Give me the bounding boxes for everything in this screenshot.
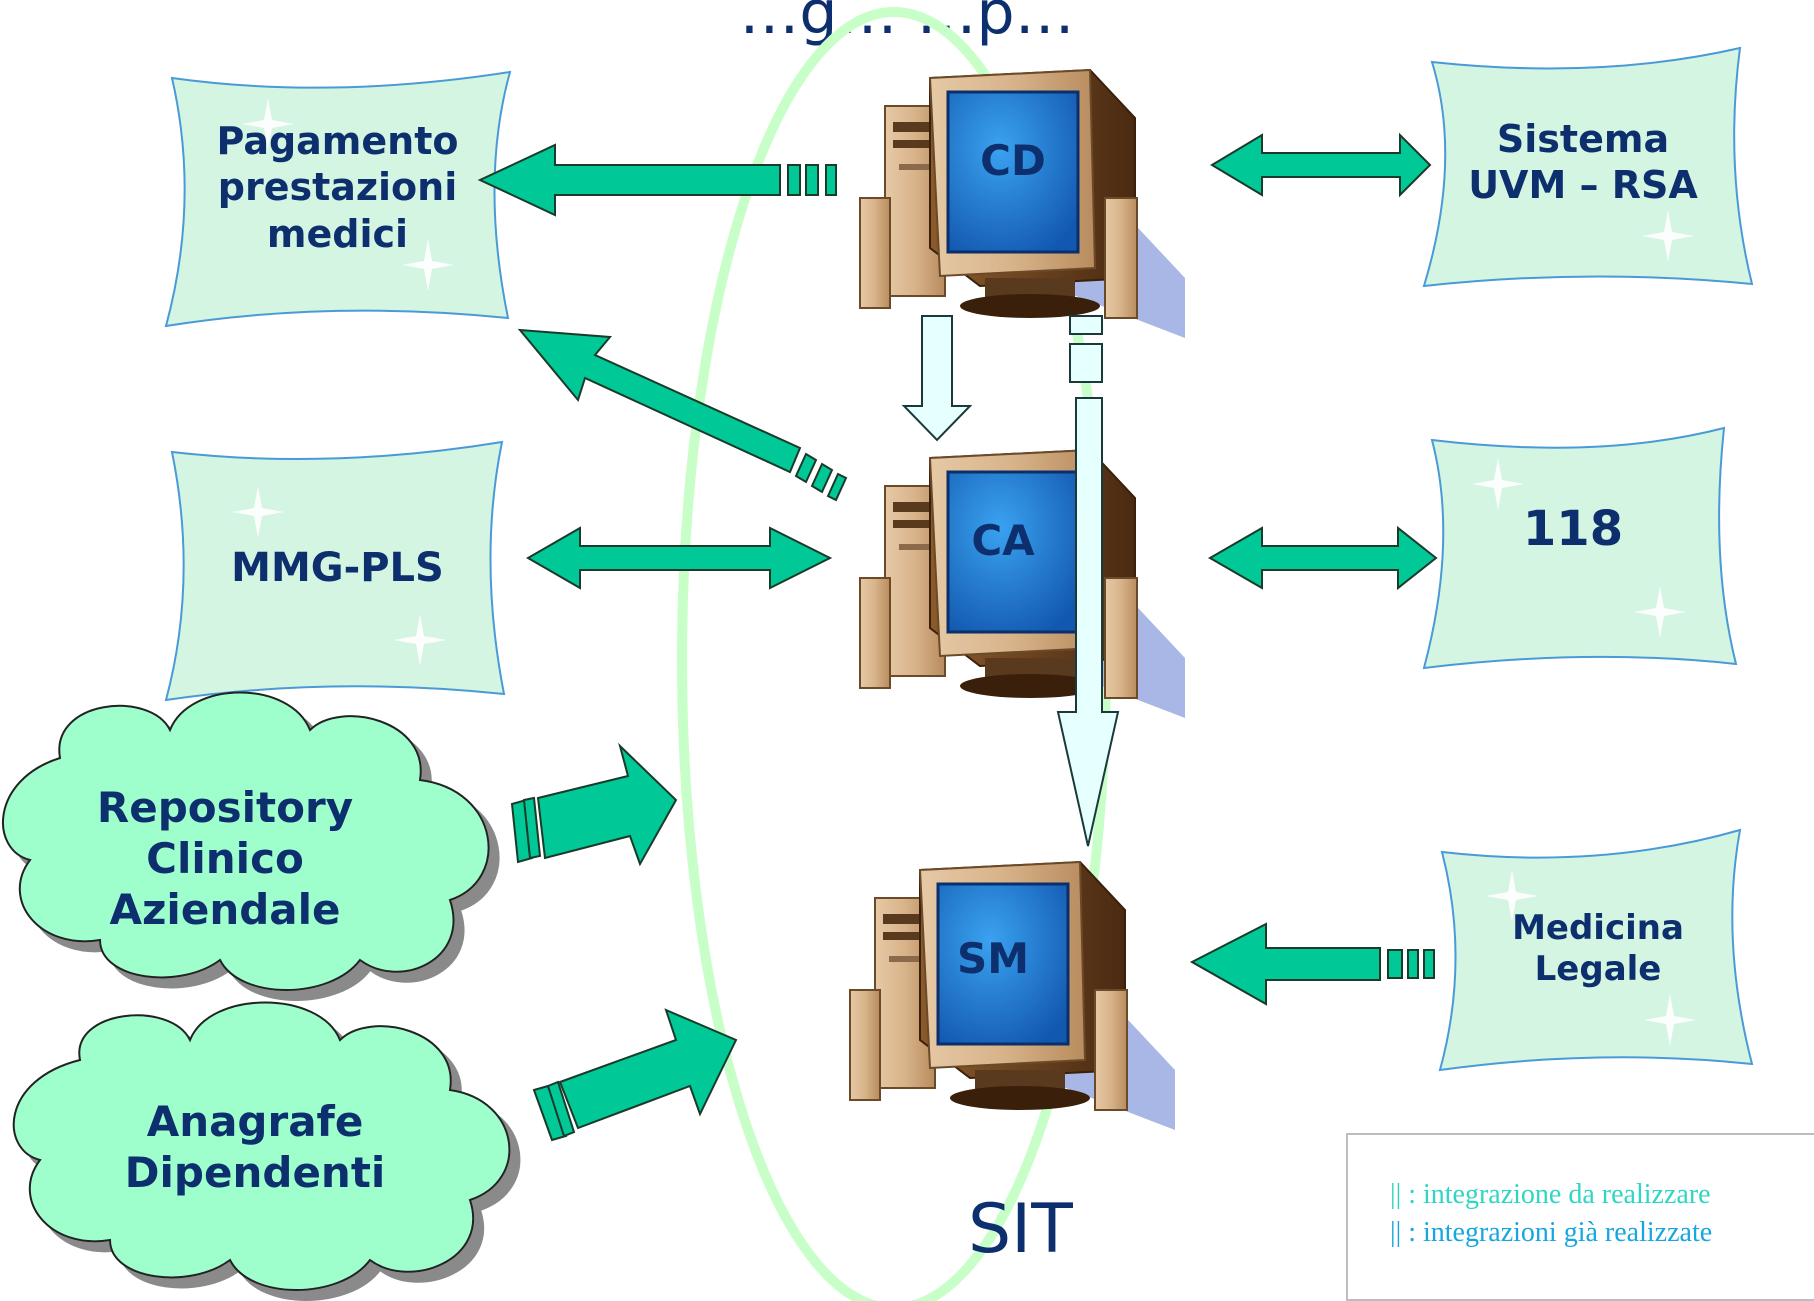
node-label-sm: SM — [956, 934, 1030, 983]
cloud-repository — [1, 691, 490, 991]
page-title: …g… …p… — [739, 0, 1075, 48]
box-label-medicina: Medicina Legale — [1512, 908, 1684, 990]
box-label-mmg: MMG-PLS — [231, 545, 444, 591]
arrow-ca-to-pagamento — [517, 328, 848, 502]
cloud-label-anagrafe: Anagrafe Dipendenti — [124, 1097, 386, 1198]
arrow-cd-sistema — [1210, 132, 1432, 198]
arrow-anagrafe-sit — [532, 1008, 738, 1142]
node-label-cd: CD — [980, 136, 1046, 185]
arrow-ca-118 — [1207, 525, 1438, 591]
node-label-ca: CA — [971, 516, 1035, 565]
box-118 — [1422, 426, 1738, 670]
box-label-pagamento: Pagamento prestazioni medici — [216, 119, 459, 256]
computer-icon — [858, 448, 1187, 720]
box-pagamento — [164, 70, 512, 328]
arrow-mmg-ca — [525, 526, 833, 590]
arrow-medicina-sm — [1189, 922, 1435, 1006]
computer-icon — [848, 860, 1177, 1132]
arrow-cd-to-ca — [901, 315, 973, 442]
box-mmg — [164, 440, 506, 702]
legend-existing: || : integrazioni già realizzate — [1390, 1217, 1713, 1248]
cloud-anagrafe — [12, 1001, 511, 1291]
arrow-cd-to-pagamento — [477, 143, 837, 217]
cloud-label-repository: Repository Clinico Aziendale — [96, 783, 354, 935]
box-label-sistema: Sistema UVM – RSA — [1468, 117, 1698, 208]
computer-icon — [858, 68, 1187, 340]
legend: || : integrazione da realizzare || : int… — [1346, 1133, 1814, 1301]
sit-label: SIT — [968, 1190, 1073, 1269]
box-sistema — [1422, 46, 1754, 288]
box-medicina — [1438, 828, 1754, 1072]
arrow-repository-sit — [510, 742, 678, 867]
arrow-cd-to-sm — [1056, 315, 1120, 847]
legend-planned: || : integrazione da realizzare — [1390, 1179, 1711, 1210]
box-label-118: 118 — [1522, 501, 1624, 557]
